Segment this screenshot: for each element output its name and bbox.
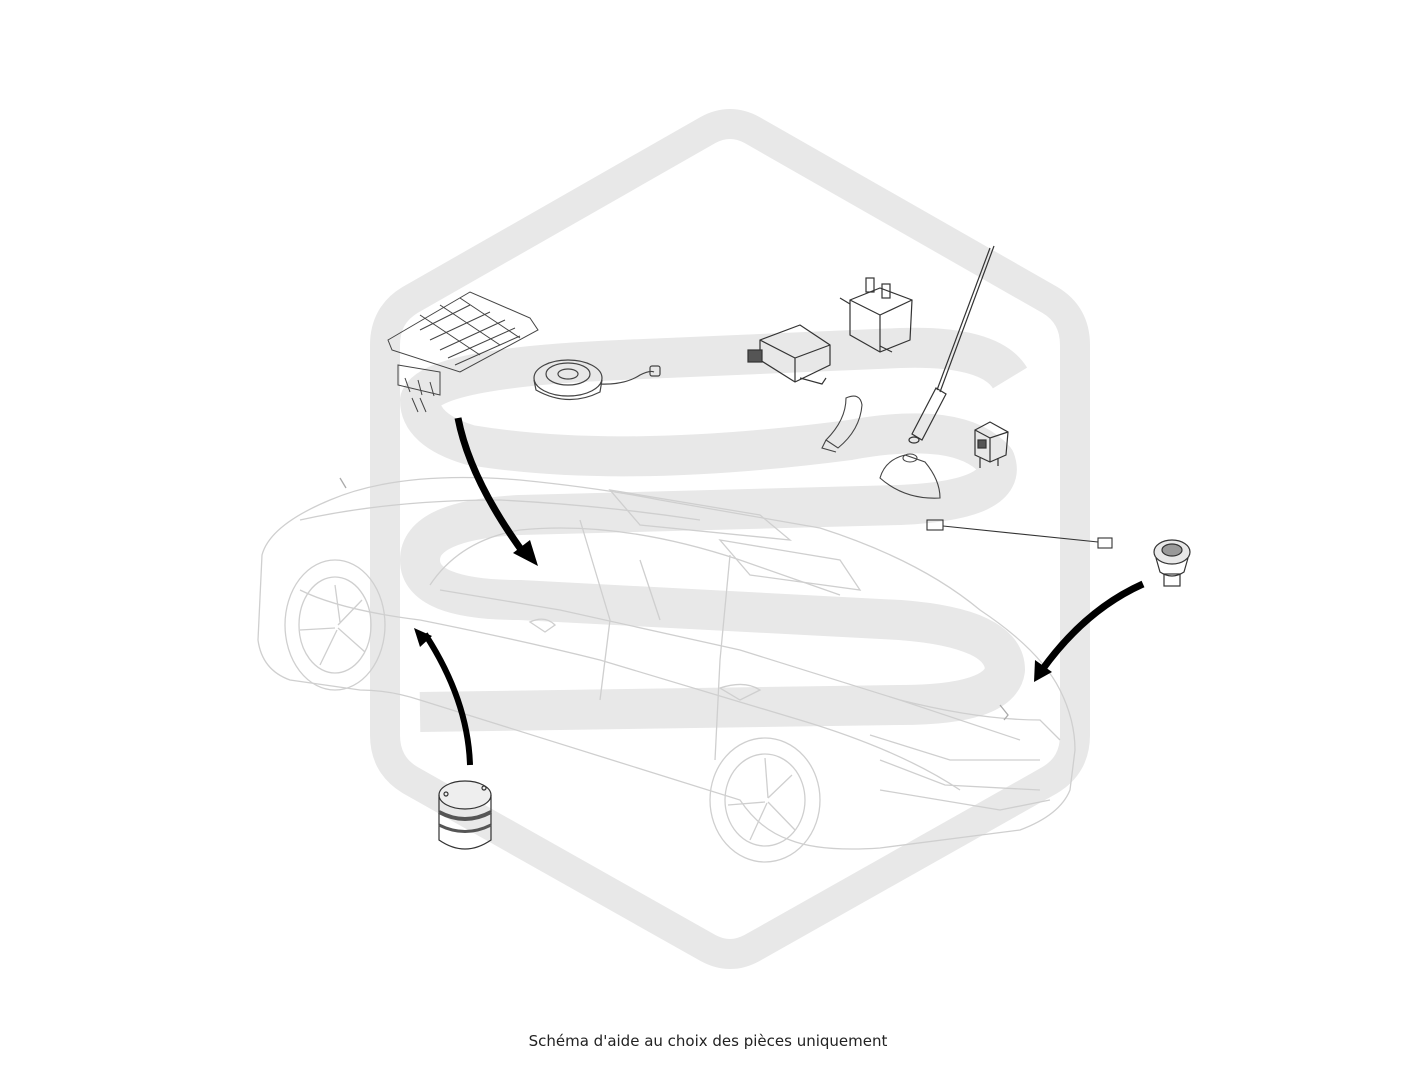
car-outline — [257, 476, 1076, 863]
switch-block — [974, 421, 1009, 468]
arrow-to-side — [414, 628, 473, 766]
diagram-caption: Schéma d'aide au choix des pièces unique… — [528, 1032, 888, 1050]
arrow-to-front — [1034, 580, 1145, 682]
antenna-mast — [908, 245, 995, 444]
control-module — [747, 324, 831, 385]
upper-relay-module — [839, 277, 913, 353]
antenna-base — [879, 453, 941, 499]
round-push-button — [1153, 539, 1191, 587]
cylindrical-motor — [438, 780, 492, 850]
curved-bracket — [821, 395, 863, 453]
hood-keypad-panel — [387, 291, 539, 413]
arrows — [414, 417, 1145, 766]
arrow-to-roof — [454, 417, 538, 566]
speaker-puck-with-cable — [533, 359, 661, 401]
cable-with-connectors — [926, 519, 1113, 549]
